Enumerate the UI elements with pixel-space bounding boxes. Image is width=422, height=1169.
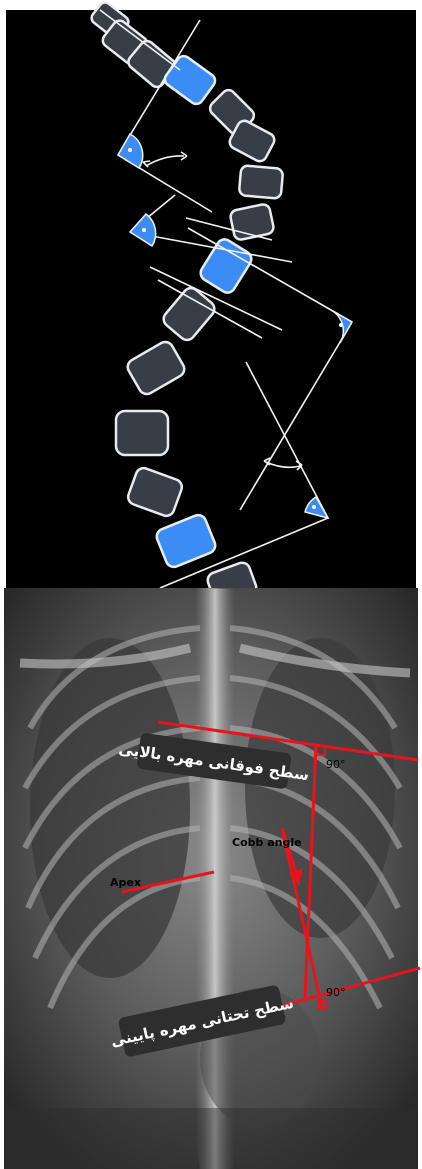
upper-angle-label: 90° — [326, 758, 346, 771]
lower-angle-label: 90° — [326, 986, 346, 999]
diagram-canvas — [0, 0, 422, 588]
xray-image: 90° 90° Cobb angle Apex سطح فوقانی مهره … — [0, 588, 422, 1169]
xray-canvas: 90° 90° Cobb angle Apex سطح فوقانی مهره … — [0, 588, 422, 1169]
marker-dot — [312, 505, 316, 509]
pelvis-shadow — [4, 1108, 418, 1169]
diagram-background — [6, 10, 416, 588]
marker-dot — [339, 323, 343, 327]
apex-label: Apex — [110, 876, 141, 889]
vertebra — [239, 165, 283, 199]
cobb-angle-diagram — [0, 0, 422, 588]
vertebra — [116, 411, 168, 455]
marker-dot — [142, 228, 146, 232]
marker-dot — [128, 148, 132, 152]
cobb-angle-label: Cobb angle — [232, 836, 302, 849]
